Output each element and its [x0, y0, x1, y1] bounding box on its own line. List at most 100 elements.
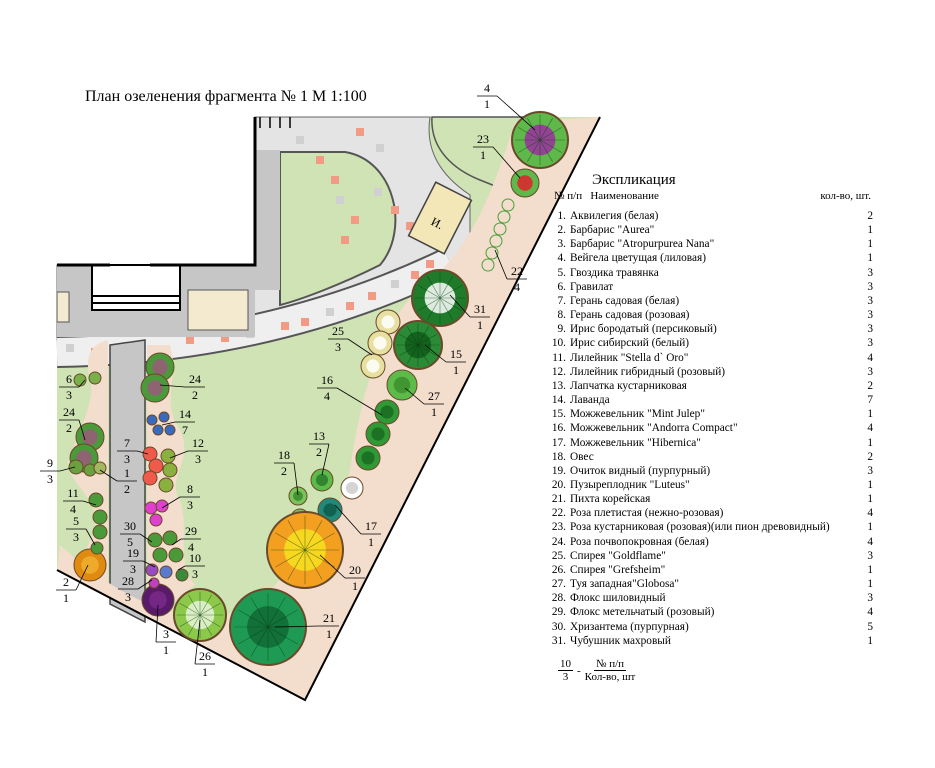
row-qty: 4: [867, 507, 873, 520]
callout-number: 24: [189, 372, 201, 386]
callout-number: 10: [189, 551, 201, 565]
row-qty: 5: [867, 620, 873, 633]
callout-leader: [99, 469, 118, 482]
paving-tile: [296, 136, 304, 144]
row-qty: 3: [867, 337, 873, 350]
row-number: 22.: [551, 507, 566, 520]
plant-callout: 193: [123, 546, 156, 576]
paving-tile: [391, 280, 399, 288]
explication-title: Экспликация: [592, 172, 676, 188]
callout-leader: [137, 579, 153, 590]
climbing-rose-plant: [493, 222, 507, 236]
key-example-qty: 3: [562, 671, 569, 683]
explication-row: 16.Можжевельник "Andorra Compact"4: [548, 421, 873, 435]
paving-tile: [351, 216, 359, 224]
callout-number: 2: [63, 575, 69, 589]
plant-callout: 271: [404, 387, 444, 419]
header-qty: кол-во, шт.: [820, 190, 871, 202]
row-name: Ирис бородатый (персиковый): [570, 323, 717, 336]
lavender-plant: [146, 414, 158, 426]
row-number: 16.: [551, 422, 566, 435]
row-name: Вейгела цветущая (лиловая): [570, 252, 706, 265]
plan-title: План озеленения фрагмента № 1 М 1:100: [85, 88, 367, 105]
geum-plant: [73, 373, 87, 387]
paving-tile: [66, 344, 74, 352]
row-qty: 1: [867, 436, 873, 449]
row-number: 19.: [551, 464, 566, 477]
callout-leader: [334, 504, 362, 535]
callout-leader: [136, 450, 149, 455]
header-number-name: № п/п Наименование: [554, 190, 659, 202]
key-num-label: № п/п: [593, 658, 627, 671]
explication-row: 26.Спирея "Grefsheim"1: [548, 563, 873, 577]
callout-quantity: 3: [335, 340, 341, 354]
callout-leader: [85, 528, 96, 546]
row-qty: 1: [867, 408, 873, 421]
key-dash: -: [577, 664, 581, 677]
callout-leader: [155, 604, 159, 643]
plant-callout: 103: [177, 551, 205, 581]
callout-number: 30: [124, 519, 136, 533]
row-name: Ирис сибирский (белый): [570, 337, 690, 350]
geranium-pink-plant: [155, 499, 169, 513]
callout-leader: [177, 565, 186, 571]
paving-tile: [356, 128, 364, 136]
callout-quantity: 2: [66, 421, 72, 435]
row-qty: 1: [867, 521, 873, 534]
dianthus-plant: [90, 541, 104, 555]
callout-leader: [171, 538, 182, 546]
callout-number: 1: [124, 466, 130, 480]
plant-callout: 93: [40, 456, 76, 486]
chrysanthemum-plant: [147, 532, 163, 548]
row-number: 20.: [551, 478, 566, 491]
row-number: 13.: [551, 379, 566, 392]
barberry-atropurpurea-plant: [141, 583, 175, 617]
shrub-rose-plant: [510, 168, 540, 198]
paving-tile: [281, 322, 289, 330]
callout-leader: [494, 249, 508, 280]
row-qty: 1: [867, 478, 873, 491]
row-number: 11.: [552, 351, 566, 364]
callout-leader: [78, 419, 86, 441]
row-name: Барбарис "Atropurpurea Nana": [570, 238, 715, 251]
callout-quantity: 1: [326, 627, 332, 641]
geranium-white-plant: [148, 458, 164, 474]
row-name: Туя западная"Globosa": [570, 578, 679, 591]
callout-leader: [159, 384, 186, 388]
row-number: 14.: [551, 394, 566, 407]
callout-quantity: 3: [47, 472, 53, 486]
callout-quantity: 1: [480, 148, 486, 162]
lawn-pocket: [279, 151, 397, 307]
row-name: Можжевельник "Andorra Compact": [570, 422, 738, 435]
row-name: Роза плетистая (нежно-розовая): [570, 507, 724, 520]
row-number: 8.: [557, 309, 566, 322]
entrance-steps: [259, 117, 291, 128]
callout-leader: [169, 450, 189, 459]
explication: Экспликация № п/п Наименование кол-во, ш…: [548, 172, 873, 648]
paving-tile: [336, 196, 344, 204]
callout-leader: [449, 294, 471, 318]
site-boundary: [56, 116, 601, 702]
paving-tile: [374, 188, 382, 196]
callout-number: 7: [124, 436, 130, 450]
callout-number: 12: [192, 436, 204, 450]
paving-tile: [376, 144, 384, 152]
explication-row: 1.Аквилегия (белая)2: [548, 209, 873, 223]
callout-quantity: 3: [187, 498, 193, 512]
callout-number: 9: [47, 456, 53, 470]
plant-callout: 283: [118, 574, 153, 604]
callout-number: 27: [428, 389, 440, 403]
row-name: Спирея "Grefsheim": [570, 563, 666, 576]
aquilegia-plant: [93, 461, 107, 475]
row-name: Герань садовая (белая): [570, 294, 680, 307]
geum-plant: [88, 371, 102, 385]
row-number: 9.: [557, 323, 566, 336]
row-name: Можжевельник "Mint Julep": [570, 408, 705, 421]
